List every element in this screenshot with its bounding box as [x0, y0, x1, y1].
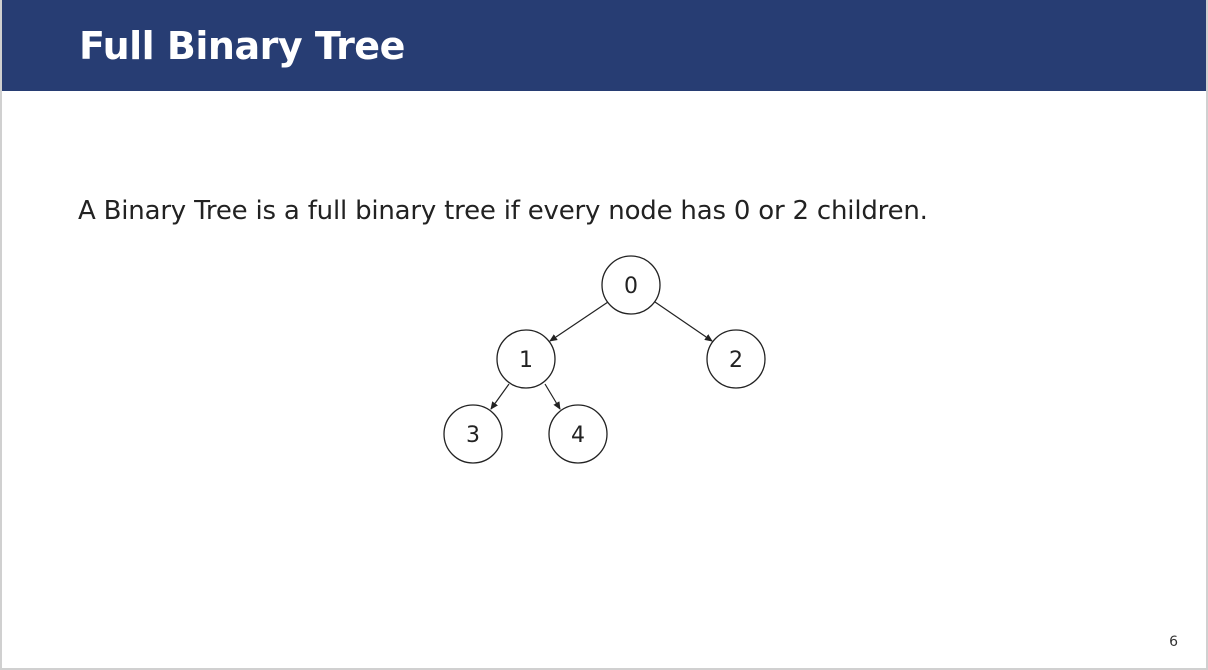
tree-node-1: 1: [496, 329, 556, 389]
title-bar: Full Binary Tree: [2, 0, 1206, 91]
node-label: 3: [466, 423, 480, 448]
tree-edges: [490, 301, 713, 410]
node-label: 4: [571, 423, 585, 448]
edge-0-1: [549, 301, 609, 342]
edge-1-4: [544, 383, 561, 410]
slide-title: Full Binary Tree: [79, 24, 405, 68]
tree-node-0: 0: [601, 255, 661, 315]
definition-text: A Binary Tree is a full binary tree if e…: [78, 196, 928, 226]
edge-1-3: [490, 383, 510, 410]
node-label: 2: [729, 348, 743, 373]
page-number: 6: [1169, 634, 1178, 650]
node-label: 1: [519, 348, 533, 373]
node-label: 0: [624, 274, 638, 299]
tree-node-2: 2: [706, 329, 766, 389]
edge-0-2: [654, 301, 713, 342]
tree-node-4: 4: [548, 404, 608, 464]
tree-node-3: 3: [443, 404, 503, 464]
